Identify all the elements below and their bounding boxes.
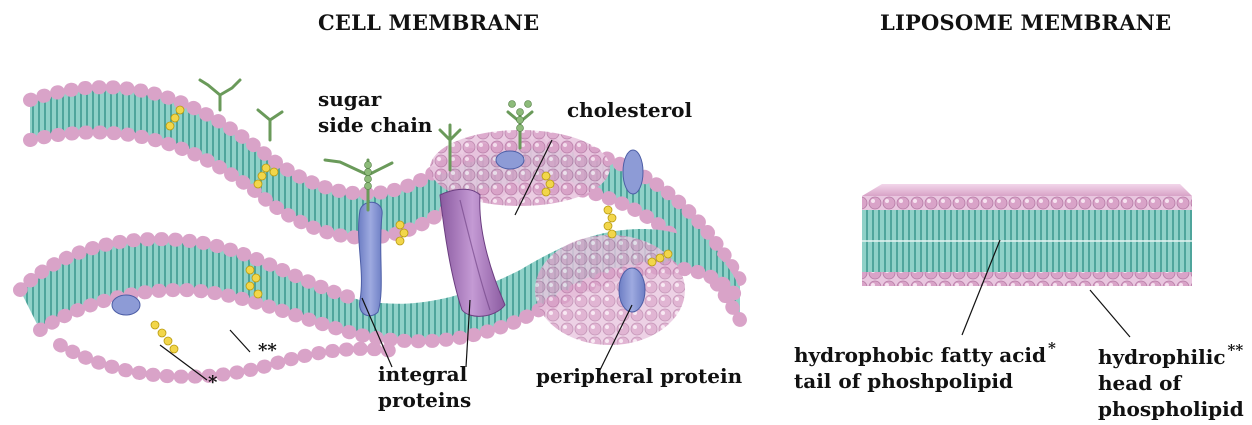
head-label-line-1: hydrophilic** (1098, 337, 1244, 370)
sugar-side-chain-line-1: sugar (318, 86, 432, 112)
integral-proteins-line-2: proteins (378, 387, 471, 413)
sugar-side-chain-line-2: side chain (318, 112, 432, 138)
head-label: hydrophilic** head of phospholipid (1098, 337, 1244, 422)
tail-label-text-1: hydrophobic fatty acid (794, 343, 1046, 367)
integral-proteins-line-1: integral (378, 361, 471, 387)
cholesterol-label: cholesterol (567, 97, 692, 123)
peripheral-protein-label: peripheral protein (536, 363, 742, 389)
head-marker: ** (1228, 341, 1244, 359)
head-label-text-1: hydrophilic (1098, 345, 1226, 369)
cell-head-marker: ** (258, 340, 277, 361)
integral-proteins-label: integral proteins (378, 361, 471, 413)
head-label-line-3: phospholipid (1098, 396, 1244, 422)
liposome-bilayer (862, 184, 1192, 286)
cell-tail-marker: * (208, 372, 217, 393)
tail-label-line-2: tail of phoshpolipid (794, 368, 1056, 394)
tail-marker: * (1048, 339, 1056, 357)
tail-label: hydrophobic fatty acid* tail of phoshpol… (794, 335, 1056, 394)
sugar-side-chain-label: sugar side chain (318, 86, 432, 138)
head-label-line-2: head of (1098, 370, 1244, 396)
tail-label-line-1: hydrophobic fatty acid* (794, 335, 1056, 368)
